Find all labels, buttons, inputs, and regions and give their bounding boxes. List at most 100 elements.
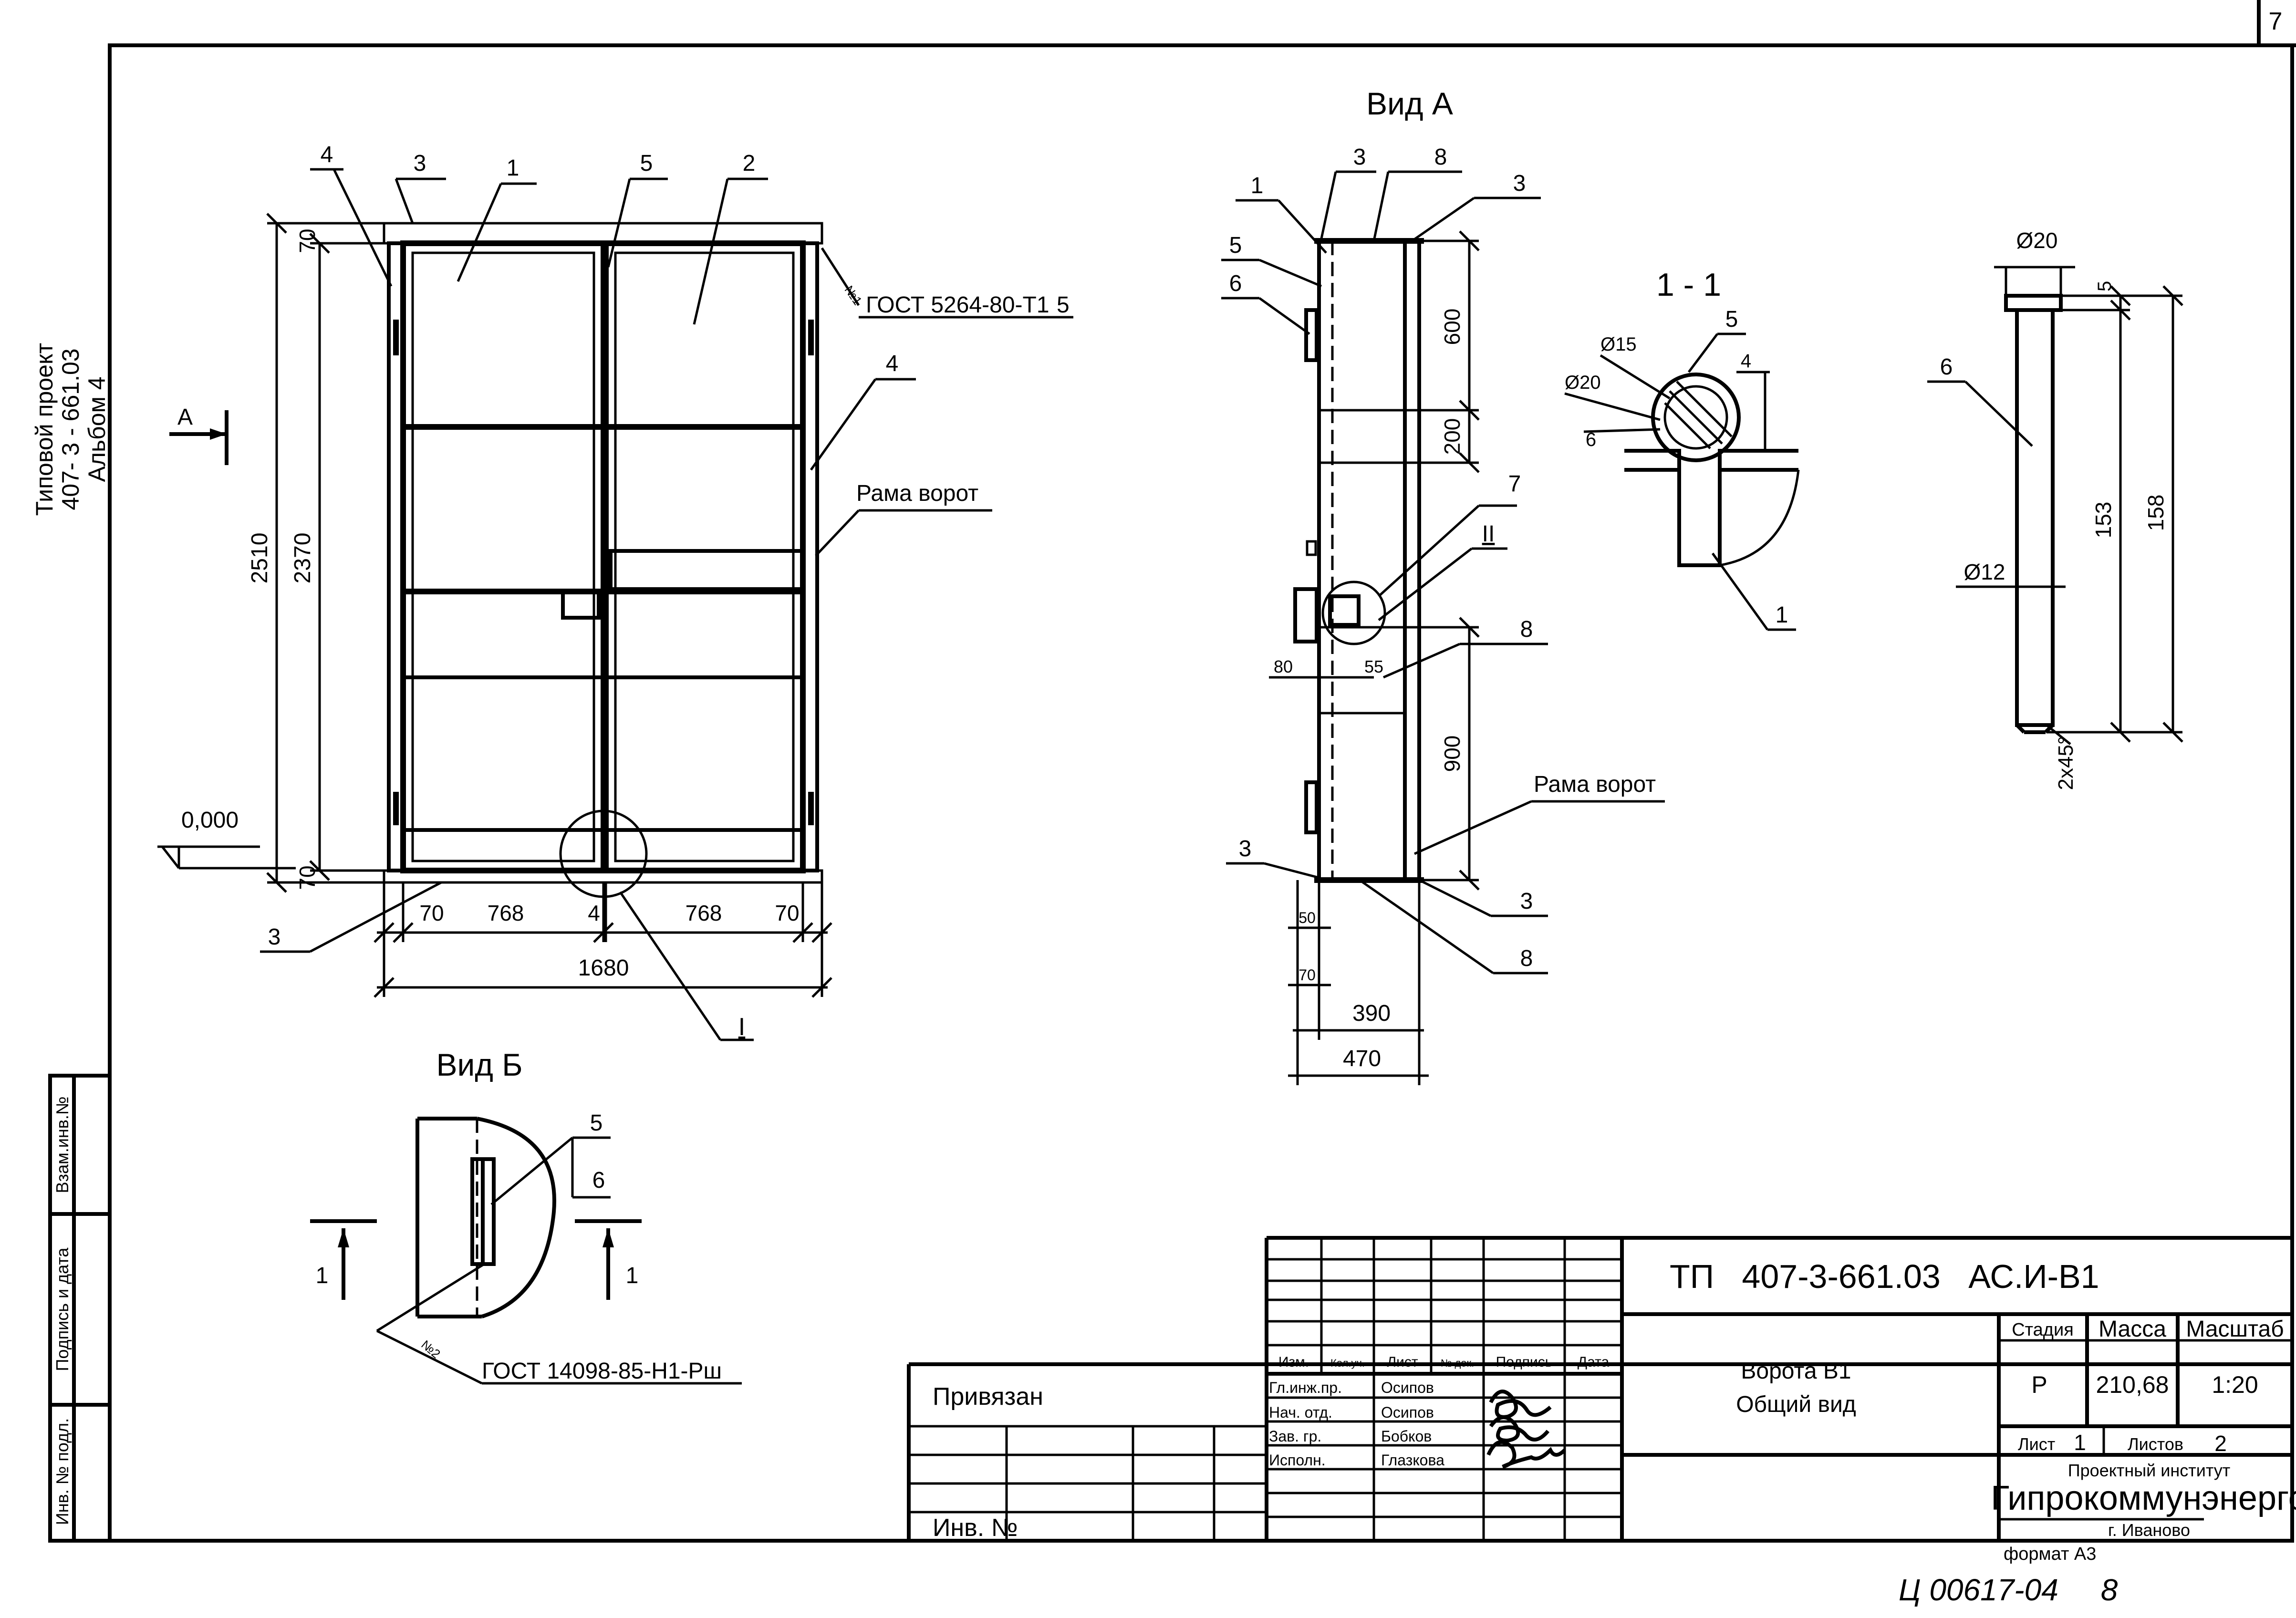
object-line2: Общий вид xyxy=(1736,1392,1856,1417)
callout-7: 7 xyxy=(1508,471,1521,497)
title-block: Привязан Инв. № Изм. Кол.уч. Лист № док.… xyxy=(907,1236,2296,1564)
side-stamp: Типовой проект 407- 3 - 661.03 Альбом 4 xyxy=(31,343,110,516)
callout-3-va-top: 3 xyxy=(1353,145,1366,170)
sheets-value: 2 xyxy=(2214,1431,2227,1456)
mass-value: 210,68 xyxy=(2096,1371,2169,1398)
callout-1-leaf: 1 xyxy=(507,156,519,181)
dim-200: 200 xyxy=(1440,418,1465,455)
staff-name-3: Бобков xyxy=(1381,1428,1432,1445)
hdr-list: Лист xyxy=(1387,1354,1418,1370)
callout-3-top: 3 xyxy=(414,151,426,176)
signature-2 xyxy=(1489,1415,1550,1443)
signature-3 xyxy=(1486,1440,1566,1469)
gost-weld-label: ГОСТ 5264-80-Т1 xyxy=(866,292,1049,318)
sheet-frame: 7 xyxy=(108,0,2296,1543)
dim-top-70: 70 xyxy=(295,228,320,253)
page-number: 7 xyxy=(2269,8,2283,35)
pin-d5: 5 xyxy=(2094,281,2115,291)
frame-label-va: Рама ворот xyxy=(1534,772,1656,797)
callout-3-va-bottom-left: 3 xyxy=(1239,836,1252,861)
handwritten-note: Ц 00617-04 8 xyxy=(1899,1573,2118,1607)
staff-name-1: Осипов xyxy=(1381,1379,1434,1396)
callout-5-va: 5 xyxy=(1229,233,1242,258)
hdr-data: Дата xyxy=(1578,1354,1610,1370)
node-ii-label: II xyxy=(1482,521,1495,547)
callout-3-bottom: 3 xyxy=(268,924,281,950)
section-1-1: 1 - 1 Ø15 Ø20 5 4 6 1 xyxy=(1564,267,1800,631)
view-b-callout-5: 5 xyxy=(590,1110,603,1136)
scale-label: Масштаб xyxy=(2186,1317,2284,1342)
left-margin-strip: Взам.инв.№ Подпись и дата Инв. № подл. xyxy=(48,1074,112,1543)
side-stamp-line1: Типовой проект xyxy=(31,343,58,516)
section-1-1-title: 1 - 1 xyxy=(1656,267,1721,303)
pin-d12: Ø12 xyxy=(1964,560,2005,584)
callout-8-va-bottom: 8 xyxy=(1520,946,1533,971)
dim-80: 80 xyxy=(1274,657,1293,676)
sec-callout-1: 1 xyxy=(1776,602,1788,628)
node-i-label: I xyxy=(738,1013,745,1041)
dim-w-768-left: 768 xyxy=(488,901,524,925)
pin-d153: 153 xyxy=(2091,502,2116,539)
view-b-section-right: 1 xyxy=(626,1263,639,1288)
sec-d15: Ø15 xyxy=(1600,334,1637,355)
sec-callout-6: 6 xyxy=(1586,429,1596,450)
callout-3-va-bottom-right: 3 xyxy=(1520,889,1533,914)
weld-no-1: №1 xyxy=(842,283,865,308)
level-mark-0000: 0,000 xyxy=(181,808,239,833)
view-a-title: Вид А xyxy=(1366,86,1453,121)
pin-chamfer: 2x45° xyxy=(2054,736,2078,790)
drawing-code: ТП 407-3-661.03 АС.И-В1 xyxy=(1670,1258,2099,1295)
pin-detail: Ø20 Ø12 5 153 158 2x45° 6 xyxy=(1927,228,2183,790)
sheets-label: Листов xyxy=(2128,1434,2183,1454)
scale-value: 1:20 xyxy=(2212,1371,2258,1398)
dim-2370: 2370 xyxy=(290,533,315,584)
stage-label: Стадия xyxy=(2012,1320,2074,1340)
pin-d158: 158 xyxy=(2143,495,2168,531)
staff-role-2: Нач. отд. xyxy=(1269,1404,1332,1421)
hdr-podpis: Подпись xyxy=(1496,1354,1553,1370)
view-b-title: Вид Б xyxy=(436,1047,522,1082)
callout-6-va: 6 xyxy=(1229,271,1242,296)
margin-podpis-data: Подпись и дата xyxy=(52,1247,72,1371)
dim-bottom-70: 70 xyxy=(295,865,320,890)
dim-70-side: 70 xyxy=(1299,966,1316,984)
callout-4-left: 4 xyxy=(321,142,333,167)
dim-55: 55 xyxy=(1364,657,1383,676)
hdr-no-dok: № док. xyxy=(1441,1357,1475,1369)
institute-city: г. Иваново xyxy=(2108,1520,2190,1540)
hdr-kol-uch: Кол.уч. xyxy=(1330,1357,1365,1369)
sec-callout-4: 4 xyxy=(1741,351,1751,372)
view-b-gost: ГОСТ 14098-85-Н1-Рш xyxy=(482,1359,722,1384)
institute-name: Гипрокоммунэнерго xyxy=(1991,1479,2296,1517)
sheet-value: 1 xyxy=(2074,1430,2086,1455)
dim-w-768-right: 768 xyxy=(686,901,722,925)
view-b-section-left: 1 xyxy=(316,1263,329,1288)
callout-2-leaf: 2 xyxy=(743,151,756,176)
dim-470: 470 xyxy=(1343,1046,1381,1071)
hdr-izm: Изм. xyxy=(1278,1354,1309,1370)
dim-2510: 2510 xyxy=(247,533,272,584)
dim-900: 900 xyxy=(1440,736,1465,772)
staff-name-2: Осипов xyxy=(1381,1404,1434,1421)
weld-size: 5 xyxy=(1057,292,1070,318)
pin-d20: Ø20 xyxy=(2016,228,2058,253)
section-marker-a: А xyxy=(177,404,193,430)
pin-callout-6: 6 xyxy=(1940,354,1953,380)
frame-label-main: Рама ворот xyxy=(856,481,978,506)
institute-line1: Проектный институт xyxy=(2068,1461,2230,1480)
view-a: Вид А 7 II xyxy=(1221,86,1665,1085)
signature-1 xyxy=(1489,1390,1552,1419)
callout-1-va: 1 xyxy=(1251,173,1264,198)
callout-8-va-mid: 8 xyxy=(1520,617,1533,642)
staff-role-4: Исполн. xyxy=(1269,1452,1326,1469)
format-label: формат А3 xyxy=(2004,1544,2096,1564)
sheet-label: Лист xyxy=(2018,1434,2055,1454)
sec-callout-5: 5 xyxy=(1725,307,1738,332)
dim-w-70-left: 70 xyxy=(419,901,444,925)
callout-4-right: 4 xyxy=(886,351,899,376)
view-b-weld-no: №2 xyxy=(418,1337,443,1361)
margin-vzam-inv: Взам.инв.№ xyxy=(52,1096,72,1193)
side-stamp-line2: 407- 3 - 661.03 xyxy=(57,348,84,510)
dim-600: 600 xyxy=(1440,309,1465,345)
staff-role-3: Зав. гр. xyxy=(1269,1428,1321,1445)
